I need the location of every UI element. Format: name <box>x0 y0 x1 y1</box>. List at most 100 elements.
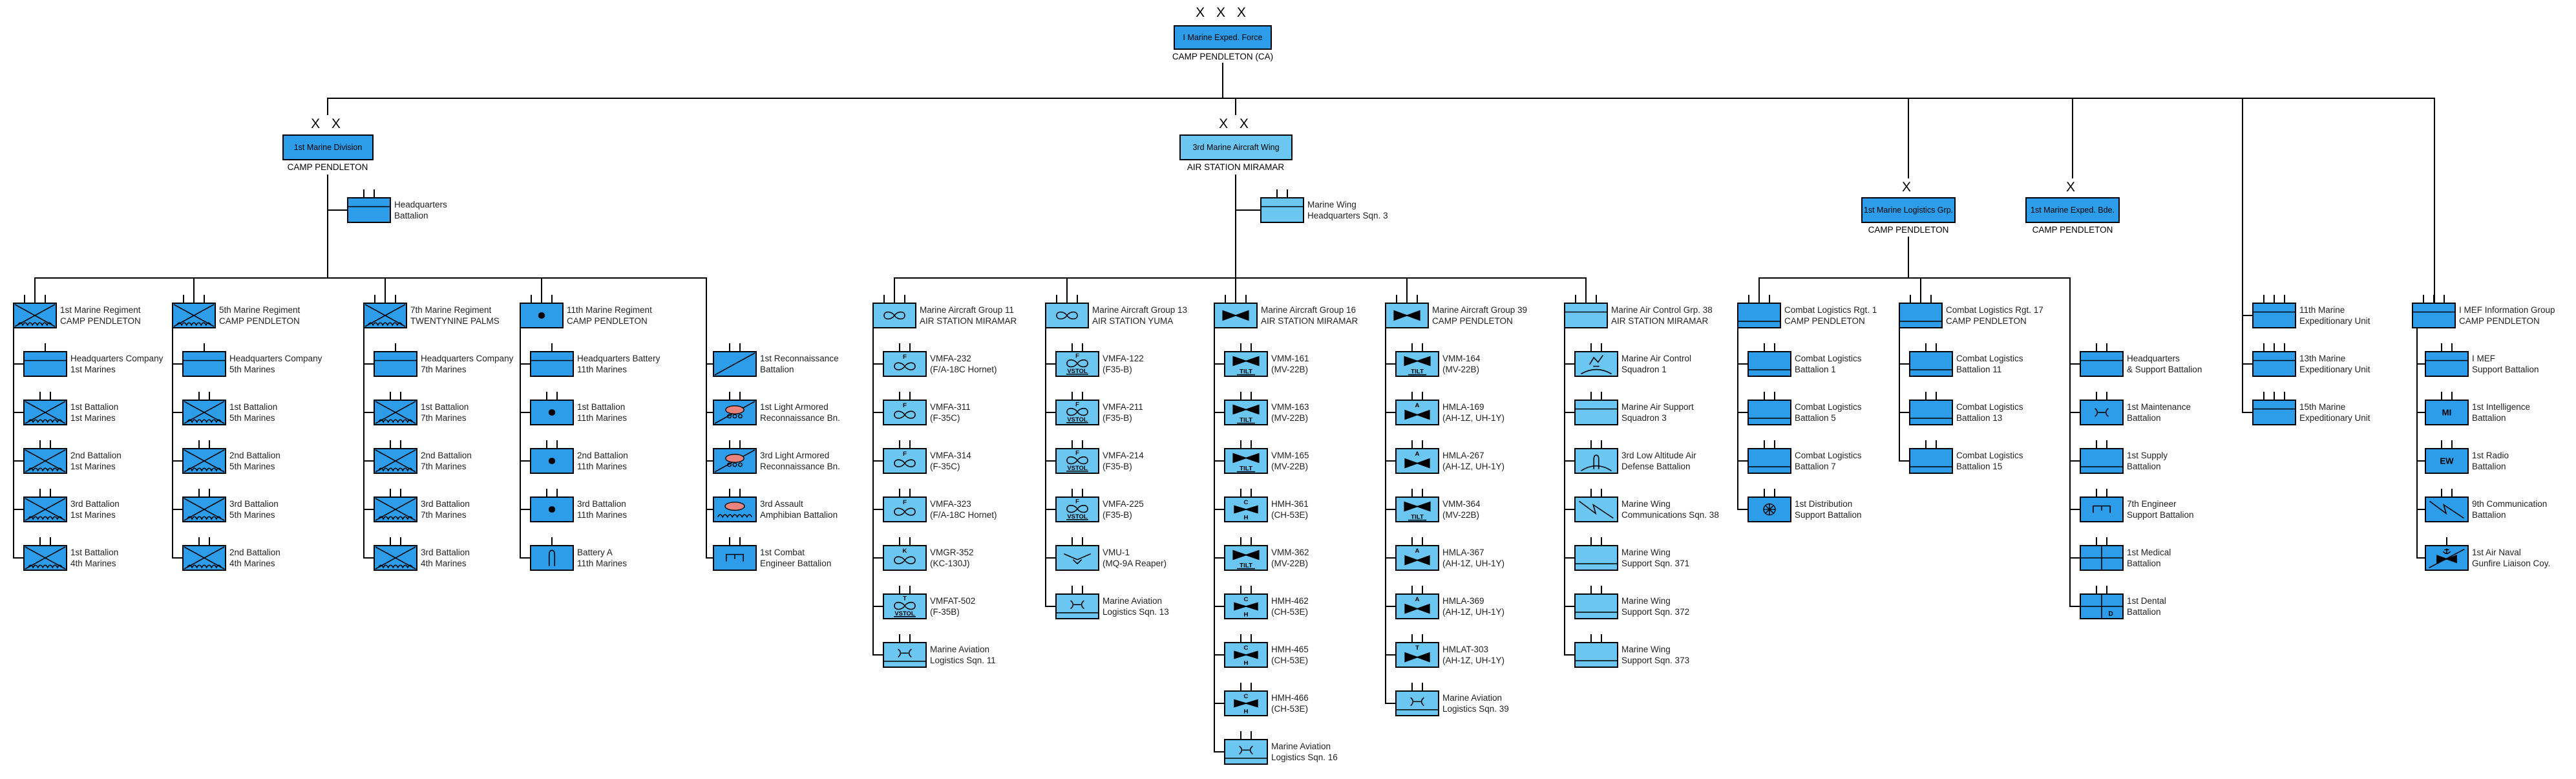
unit-1st-intelligence-battalion: MI <box>2425 400 2469 425</box>
echelon-tick <box>729 440 730 448</box>
infantry-amphibious-symbol <box>375 498 416 521</box>
unit-label-line2: 4th Marines <box>229 559 275 568</box>
connector-line <box>2416 363 2425 365</box>
unit-label-line2: CAMP PENDLETON <box>1946 316 2027 326</box>
unit-2nd-battalion-5th-marines <box>182 448 226 474</box>
connector-line <box>327 98 2435 99</box>
echelon-tick <box>904 295 905 303</box>
unit-marine-air-control-squadron-1 <box>1574 351 1618 377</box>
unit-label: VMFA-314(F-35C) <box>930 450 971 472</box>
unit-marine-aviation-logistics-sqn-16 <box>1224 739 1268 765</box>
echelon-tick <box>1764 489 1765 496</box>
uav-symbol <box>1063 553 1092 565</box>
unit-label-line1: 1st Medical <box>2127 548 2171 557</box>
unit-label-line2: Battalion 11 <box>1956 365 2002 374</box>
echelon-tick <box>551 537 553 545</box>
unit-label-line1: 1st Battalion <box>229 402 278 412</box>
unit-label-line2: 4th Marines <box>421 559 467 568</box>
unit-1st-combat-engineer-battalion <box>713 545 757 571</box>
command-name: I Marine Exped. Force <box>1183 33 1263 42</box>
unit-label-line2: Engineer Battalion <box>760 559 832 568</box>
echelon-tick <box>400 537 401 545</box>
unit-label-line1: 1st Distribution <box>1795 499 1853 509</box>
connector-line <box>706 277 707 559</box>
echelon-tick <box>546 392 547 400</box>
unit-1st-supply-battalion <box>2080 448 2124 474</box>
unit-label-line1: VMFA-323 <box>930 499 971 509</box>
command-box-1st-marine-division: 1st Marine Division <box>282 134 374 160</box>
echelon-tick <box>739 489 741 496</box>
connector-line <box>2242 98 2243 412</box>
support-symbol <box>2081 466 2122 467</box>
echelon-tick <box>1596 295 1597 303</box>
unit-label-line2: Battalion 5 <box>1795 413 1836 423</box>
unit-label: VMM-165(MV-22B) <box>1271 450 1309 472</box>
unit-label-line2: CAMP PENDLETON <box>1784 316 1865 326</box>
unit-label-line1: 1st Battalion <box>70 548 119 557</box>
unit-label-line1: 9th Communication <box>2472 499 2548 509</box>
unit-label: VMFA-214(F35-B) <box>1103 450 1144 472</box>
connector-line <box>520 509 530 510</box>
echelon-tick <box>1590 586 1592 593</box>
support-symbol <box>1576 660 1617 661</box>
echelon-tick <box>2451 392 2453 400</box>
unit-marine-aircraft-group-11-air-station-miramar <box>872 303 916 328</box>
headquarters-symbol <box>1576 408 1617 410</box>
echelon-tick <box>729 392 730 400</box>
connector-line <box>1385 363 1395 365</box>
unit-label-line2: 7th Marines <box>421 365 467 374</box>
echelon-tick <box>739 343 741 351</box>
echelon-tick <box>2106 489 2107 496</box>
support-symbol <box>1749 369 1790 370</box>
distribution-symbol <box>1763 503 1776 516</box>
unit-label-line1: Combat Logistics <box>1795 402 1862 412</box>
unit-label-line1: Marine Aviation <box>1271 742 1331 751</box>
infantry-amphibious-symbol <box>364 304 406 327</box>
echelon-tick <box>34 295 36 303</box>
echelon-tick <box>395 295 396 303</box>
echelon-tick <box>2284 343 2285 351</box>
connector-line <box>1235 209 1260 211</box>
echelon-tick <box>1082 489 1083 496</box>
unit-marine-aviation-logistics-sqn-39 <box>1395 690 1439 716</box>
unit-label-line2: (MV-22B) <box>1271 559 1309 568</box>
maint <box>2095 408 2109 417</box>
echelon-tick <box>739 392 741 400</box>
unit-label-line1: Combat Logistics Rgt. 1 <box>1784 305 1877 315</box>
headquarters-symbol <box>1262 206 1303 208</box>
connector-line <box>1758 277 2071 279</box>
svg-text:H: H <box>1243 659 1248 667</box>
echelon-tick <box>1406 295 1408 303</box>
unit-label-line2: 11th Marines <box>577 510 628 520</box>
echelon-tick <box>1082 392 1083 400</box>
connector-line <box>13 328 14 559</box>
connector-line <box>2242 412 2252 413</box>
svg-text:VSTOL: VSTOL <box>1067 416 1088 423</box>
unit-label-line2: Support Battalion <box>2472 365 2539 374</box>
unit-label-line1: 1st Battalion <box>421 402 469 412</box>
echelon-tick <box>1925 440 1927 448</box>
unit-label: Headquarters& Support Battalion <box>2127 353 2202 375</box>
unit-marine-aircraft-group-39-camp-pendleton <box>1385 303 1429 328</box>
echelon-tick <box>1072 537 1073 545</box>
unit-3rd-light-armored-reconnaissance-bn <box>713 448 757 474</box>
unit-label-line1: Marine Air Control Grp. 38 <box>1611 305 1713 315</box>
echelon-tick <box>39 392 41 400</box>
connector-line <box>1066 277 1068 303</box>
unit-label-line1: 11th Marine Regiment <box>567 305 652 315</box>
connector-line <box>1564 654 1574 656</box>
connector-line <box>2416 328 2418 559</box>
unit-label-line1: Headquarters <box>2127 354 2180 363</box>
unit-label: HMLA-267(AH-1Z, UH-1Y) <box>1442 450 1504 472</box>
echelon-tick <box>1585 295 1587 303</box>
connector-line <box>1385 328 1386 704</box>
echelon-tick <box>899 634 900 642</box>
